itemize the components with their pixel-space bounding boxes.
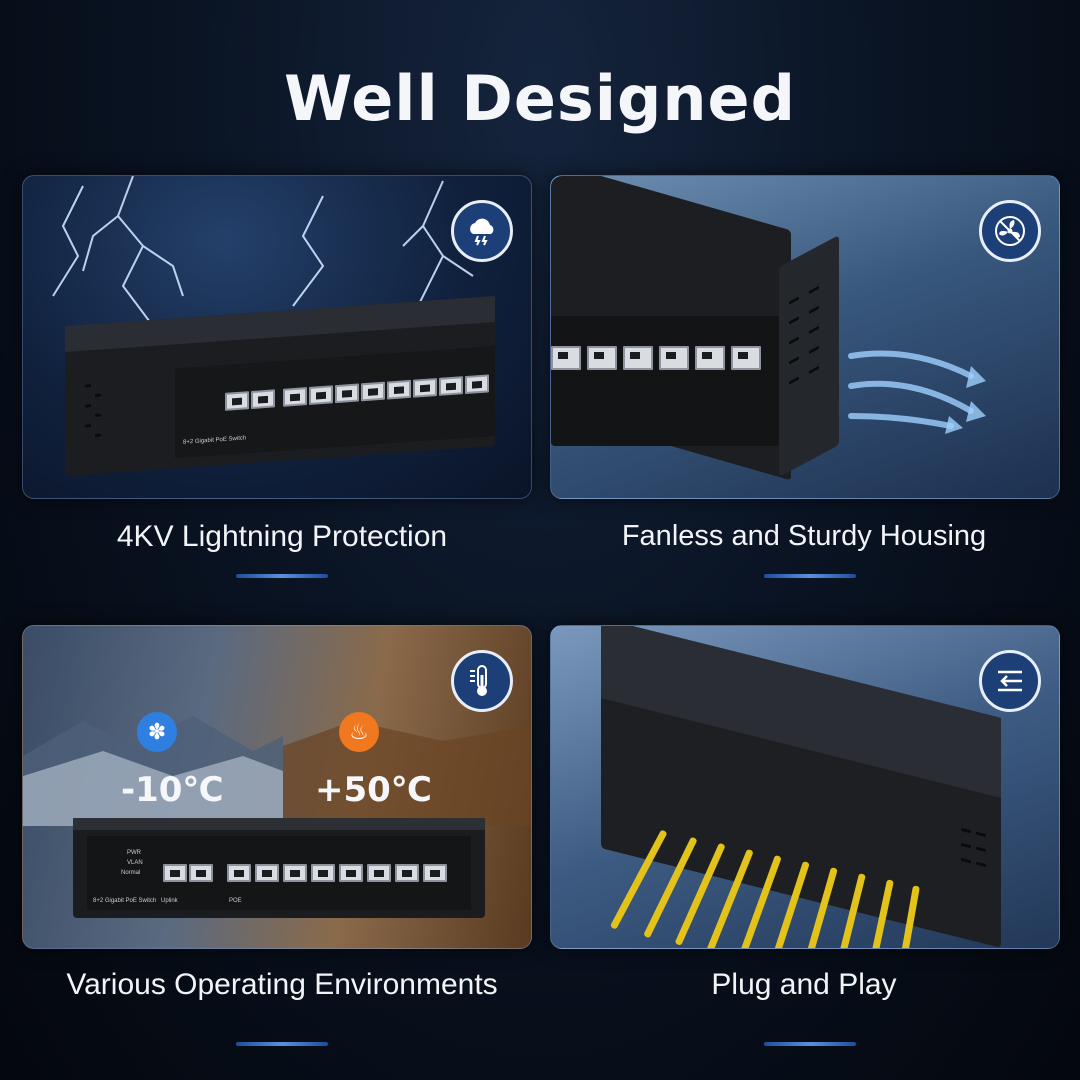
switch-front-panel xyxy=(551,316,781,446)
uplink-port xyxy=(251,389,275,410)
poe-port xyxy=(439,376,463,396)
feature-card-plug-and-play xyxy=(550,625,1060,949)
poe-port xyxy=(283,387,307,407)
thermometer-icon xyxy=(451,650,513,712)
poe-port xyxy=(361,381,385,402)
page-title: Well Designed xyxy=(284,62,796,135)
caption-underline xyxy=(236,574,328,578)
landscape-illustration xyxy=(23,716,531,826)
feature-card-fanless xyxy=(550,175,1060,499)
poe-port xyxy=(395,864,419,882)
feature-card-lightning: 8+2 Gigabit PoE Switch xyxy=(22,175,532,499)
feature-caption: 4KV Lightning Protection xyxy=(116,520,448,553)
caption-underline xyxy=(764,1042,856,1046)
fan-disabled-icon xyxy=(979,200,1041,262)
poe-port xyxy=(387,379,411,400)
temperature-low: -10℃ xyxy=(121,770,224,810)
feature-caption: Fanless and Sturdy Housing xyxy=(621,520,987,552)
temperature-high: +50℃ xyxy=(315,770,432,810)
switch-device: 8+2 Gigabit PoE Switch xyxy=(65,295,495,477)
poe-port xyxy=(335,383,359,404)
poe-port xyxy=(311,864,335,882)
poe-port xyxy=(367,864,391,882)
plug-arrow-icon xyxy=(979,650,1041,712)
device-label: 8+2 Gigabit PoE Switch xyxy=(93,898,157,904)
flame-icon: ♨ xyxy=(339,712,379,752)
feature-caption: Plug and Play xyxy=(711,968,897,1001)
poe-port xyxy=(255,864,279,882)
poe-port xyxy=(227,864,251,882)
airflow-arrows xyxy=(848,350,986,434)
feature-caption: Various Operating Environments xyxy=(66,968,498,1001)
switch-device: PWR VLAN Normal 8+2 Gigabit PoE Switch U… xyxy=(73,818,485,918)
caption-underline xyxy=(764,574,856,578)
poe-port xyxy=(283,864,307,882)
poe-port xyxy=(465,374,489,395)
uplink-port xyxy=(225,391,249,411)
poe-port xyxy=(423,864,447,882)
uplink-port xyxy=(189,864,213,882)
lightning-cloud-icon xyxy=(451,200,513,262)
feature-card-environments: ✽ ♨ -10℃ +50℃ PWR VLAN Normal 8+2 Gigabi… xyxy=(22,625,532,949)
caption-underline xyxy=(236,1042,328,1046)
poe-port xyxy=(413,378,437,398)
poe-port xyxy=(309,385,333,405)
uplink-port xyxy=(163,864,187,882)
poe-port xyxy=(339,864,363,882)
snowflake-icon: ✽ xyxy=(137,712,177,752)
